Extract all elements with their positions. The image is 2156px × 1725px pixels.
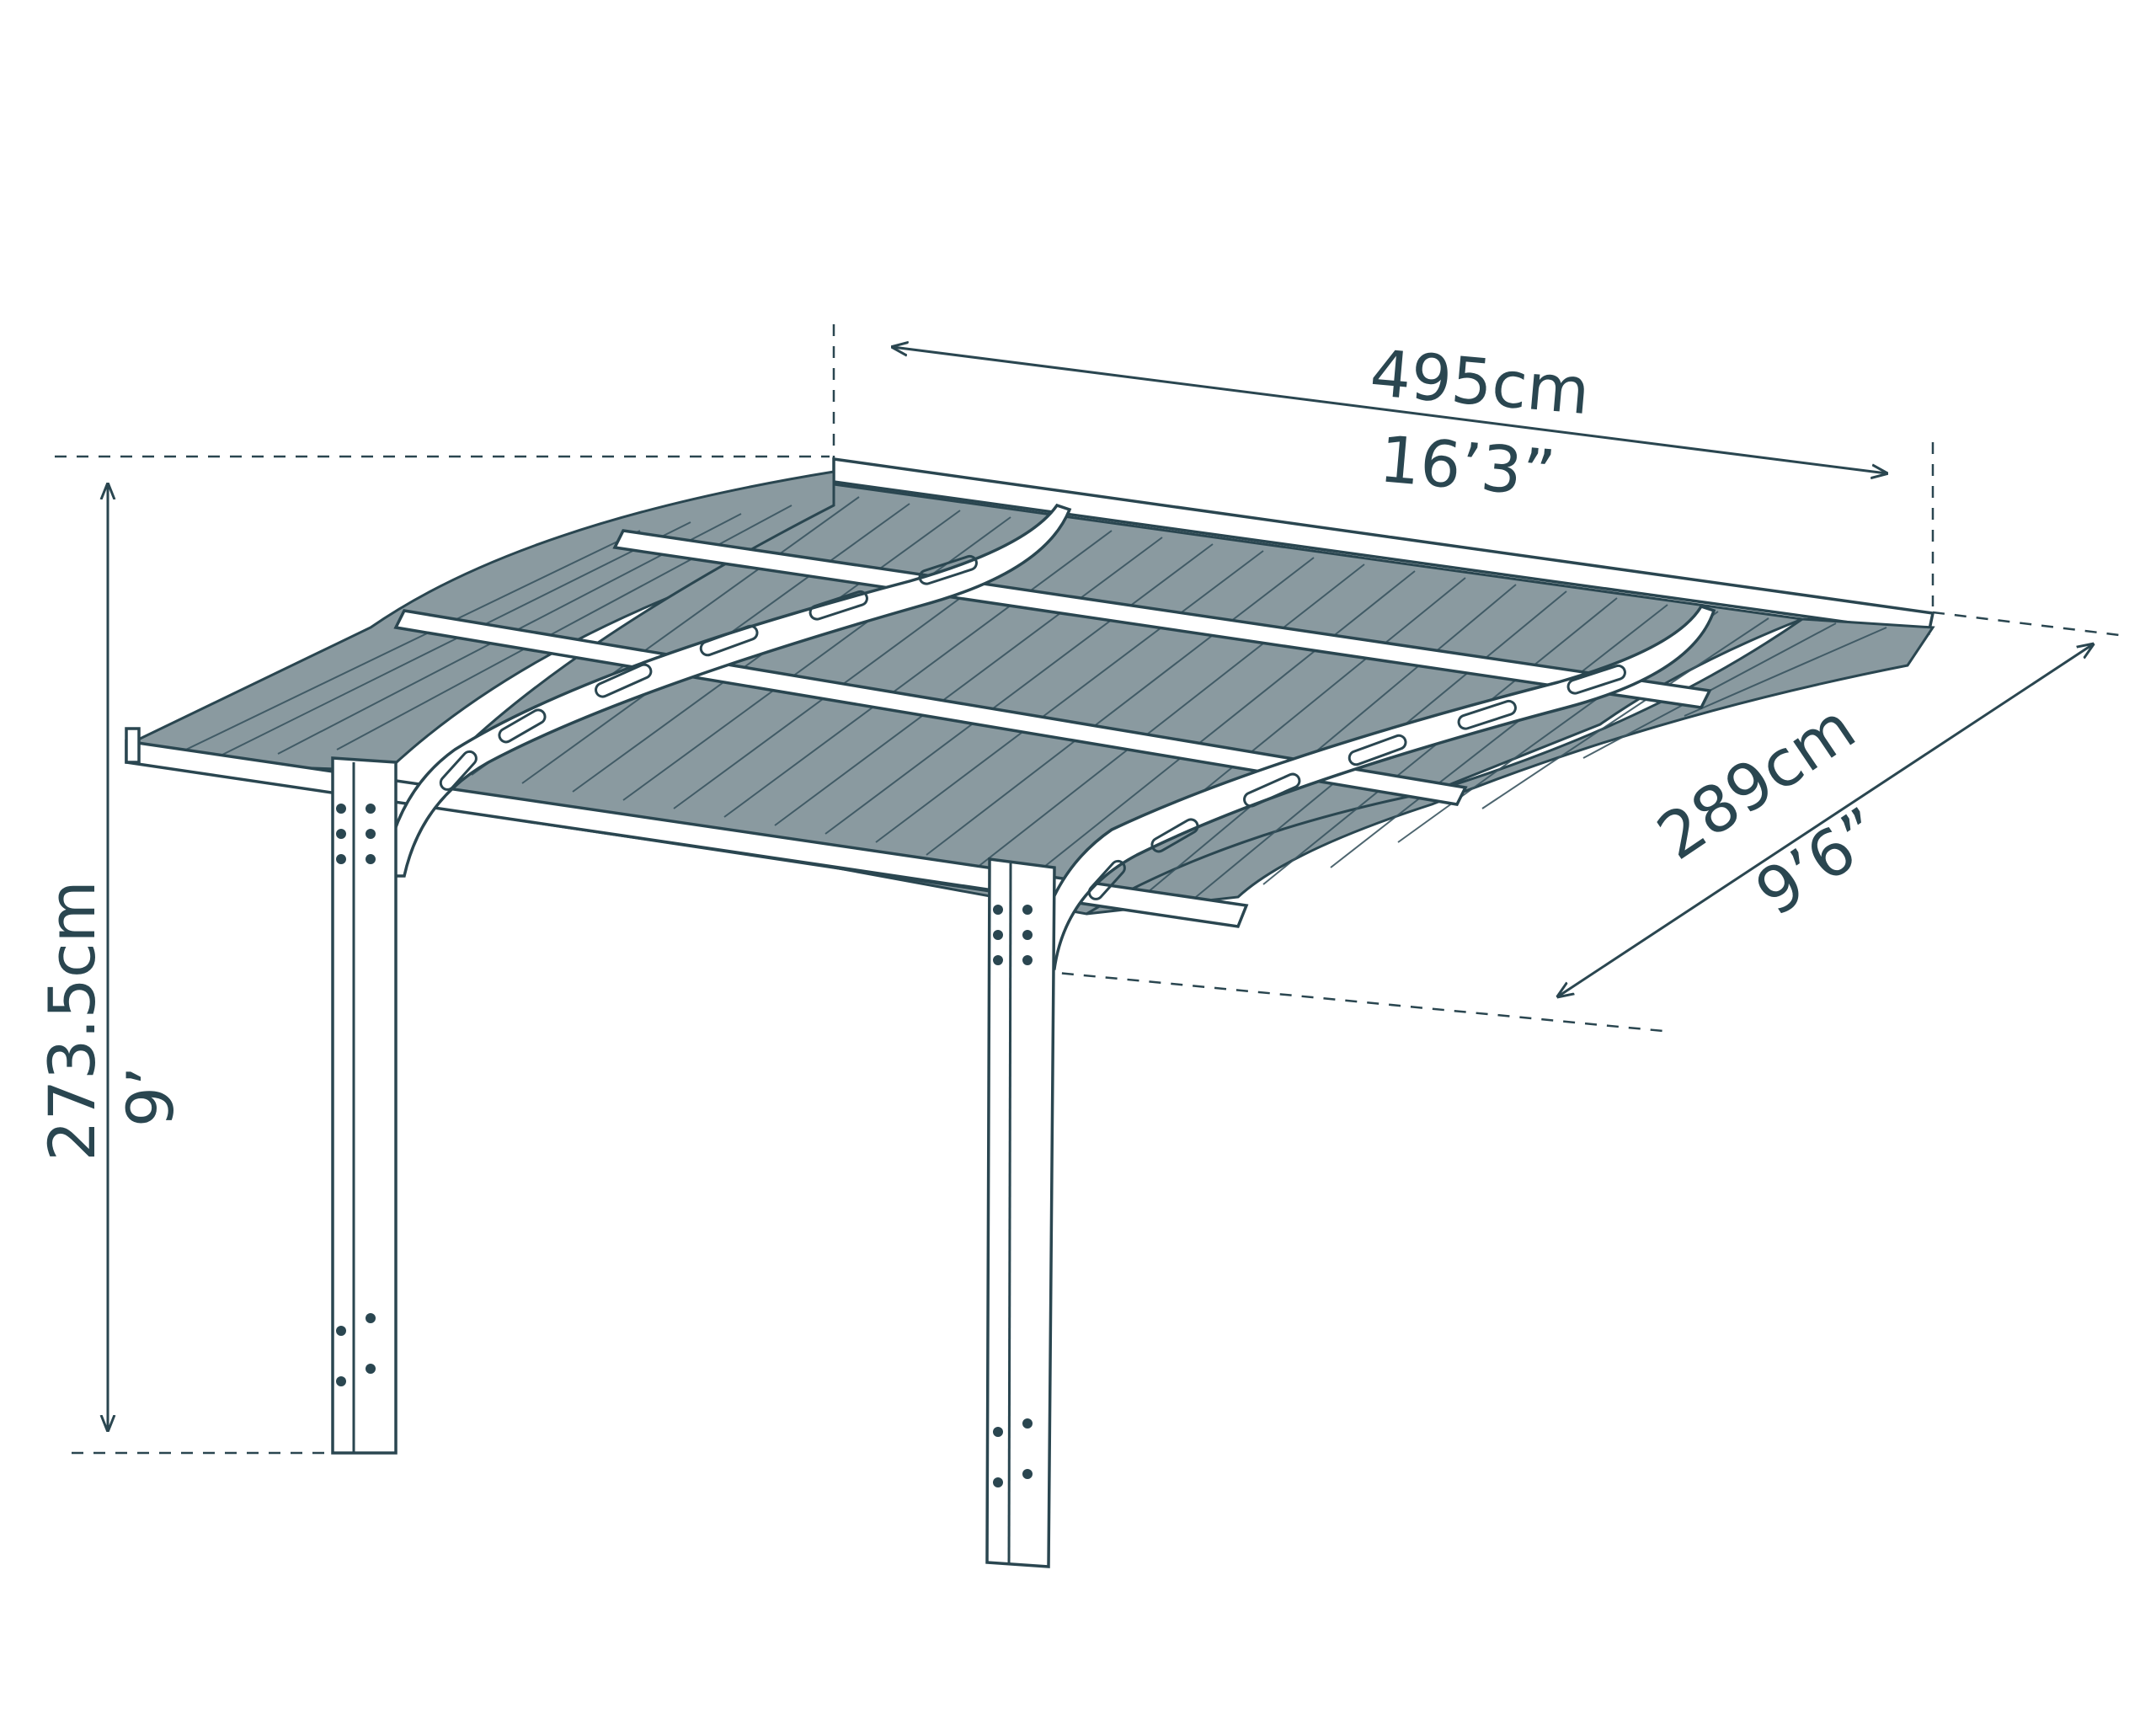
extension-lines bbox=[55, 324, 2127, 1455]
dimension-arrows bbox=[108, 347, 2093, 1430]
bracket-slots bbox=[439, 554, 1626, 900]
width-arrow bbox=[893, 347, 1886, 473]
depth-ext-bottom bbox=[1039, 969, 1673, 1033]
height-metric-label: 273.5cm bbox=[35, 880, 109, 1161]
left-end-cap bbox=[125, 727, 141, 764]
width-imperial-label: 16’3” bbox=[1377, 421, 1559, 511]
post-left bbox=[331, 756, 398, 1455]
post-right bbox=[985, 857, 1056, 1568]
arch-bracket-left bbox=[381, 503, 1072, 878]
depth-arrow bbox=[1558, 644, 2093, 996]
width-metric-label: 495cm bbox=[1367, 335, 1593, 429]
purlin-1 bbox=[612, 529, 1712, 709]
carport-structure bbox=[125, 457, 1935, 1568]
height-imperial-label: 9’ bbox=[113, 1066, 188, 1128]
depth-ext-top bbox=[1932, 611, 2127, 638]
post-bolts bbox=[336, 804, 1033, 1487]
posts bbox=[331, 756, 1056, 1568]
